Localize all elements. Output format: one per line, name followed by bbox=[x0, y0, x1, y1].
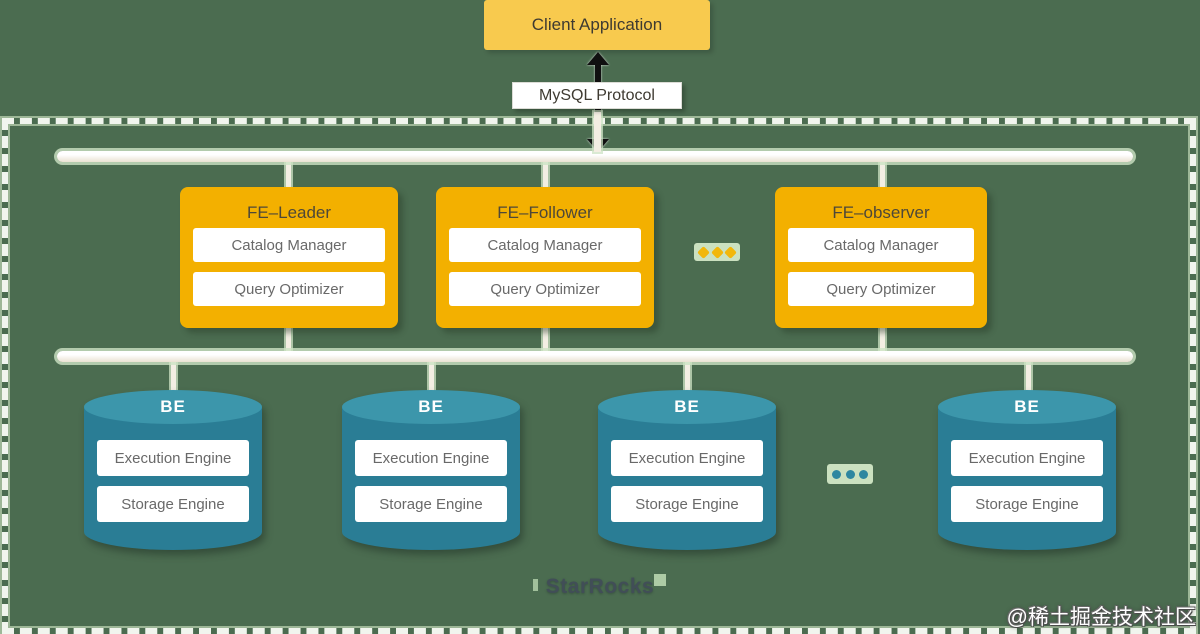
connector-bus-to-fe-observer bbox=[880, 160, 885, 188]
ellipsis-dot bbox=[710, 245, 724, 259]
cylinder-top bbox=[342, 390, 520, 424]
module-storage-engine: Storage Engine bbox=[611, 486, 763, 522]
be-node-title: BE bbox=[418, 397, 444, 416]
module-execution-engine: Execution Engine bbox=[97, 440, 249, 476]
connector-bus-to-fe-leader bbox=[286, 160, 291, 188]
fe-node-follower: FE–Follower Catalog Manager Query Optimi… bbox=[436, 187, 654, 328]
cylinder-body bbox=[938, 407, 1116, 550]
connector-bus-to-be-3 bbox=[685, 360, 690, 392]
arrow-up-head bbox=[587, 52, 609, 65]
brand-decoration-right bbox=[654, 574, 666, 586]
connector-bus-to-be-4 bbox=[1026, 360, 1031, 392]
connector-bus-to-be-2 bbox=[429, 360, 434, 392]
be-node-4: BE Execution Engine Storage Engine bbox=[938, 390, 1116, 550]
be-bus-line bbox=[57, 351, 1133, 362]
module-catalog-manager: Catalog Manager bbox=[788, 228, 974, 262]
be-modules: Execution Engine Storage Engine bbox=[342, 440, 520, 532]
module-execution-engine: Execution Engine bbox=[611, 440, 763, 476]
be-node-title: BE bbox=[160, 397, 186, 416]
module-catalog-manager: Catalog Manager bbox=[193, 228, 385, 262]
be-modules: Execution Engine Storage Engine bbox=[84, 440, 262, 532]
module-storage-engine: Storage Engine bbox=[97, 486, 249, 522]
fe-node-leader: FE–Leader Catalog Manager Query Optimize… bbox=[180, 187, 398, 328]
module-storage-engine: Storage Engine bbox=[355, 486, 507, 522]
cylinder-body bbox=[84, 407, 262, 550]
brand-decoration-left bbox=[533, 579, 538, 591]
client-application-label: Client Application bbox=[531, 15, 663, 34]
watermark-label: @稀土掘金技术社区 bbox=[1006, 606, 1196, 629]
cylinder-body bbox=[342, 407, 520, 550]
fe-ellipsis-icon bbox=[694, 243, 740, 261]
module-execution-engine: Execution Engine bbox=[355, 440, 507, 476]
ellipsis-dot bbox=[845, 469, 855, 479]
module-execution-engine: Execution Engine bbox=[951, 440, 1103, 476]
connector-fe-follower-to-bus bbox=[543, 326, 548, 352]
cylinder-top bbox=[84, 390, 262, 424]
be-modules: Execution Engine Storage Engine bbox=[598, 440, 776, 532]
be-node-title: BE bbox=[1014, 397, 1040, 416]
connector-bus-to-be-1 bbox=[171, 360, 176, 392]
module-storage-engine: Storage Engine bbox=[951, 486, 1103, 522]
cylinder-top bbox=[938, 390, 1116, 424]
client-application-node: Client Application bbox=[484, 0, 710, 50]
ellipsis-dot bbox=[859, 469, 869, 479]
ellipsis-dot bbox=[696, 245, 710, 259]
be-node-title: BE bbox=[674, 397, 700, 416]
be-modules: Execution Engine Storage Engine bbox=[938, 440, 1116, 532]
be-node-1: BE Execution Engine Storage Engine bbox=[84, 390, 262, 550]
mysql-protocol-label: MySQL Protocol bbox=[539, 86, 655, 104]
ellipsis-dot bbox=[831, 469, 841, 479]
cylinder-top bbox=[598, 390, 776, 424]
module-query-optimizer: Query Optimizer bbox=[449, 272, 641, 306]
ellipsis-dot bbox=[724, 245, 738, 259]
be-node-3: BE Execution Engine Storage Engine bbox=[598, 390, 776, 550]
module-query-optimizer: Query Optimizer bbox=[788, 272, 974, 306]
fe-node-observer: FE–observer Catalog Manager Query Optimi… bbox=[775, 187, 987, 328]
cylinder-body bbox=[598, 407, 776, 550]
mysql-protocol-node: MySQL Protocol bbox=[512, 82, 682, 109]
be-node-2: BE Execution Engine Storage Engine bbox=[342, 390, 520, 550]
connector-protocol-to-bus bbox=[594, 112, 601, 152]
fe-node-title: FE–Leader bbox=[246, 203, 332, 222]
fe-node-title: FE–Follower bbox=[497, 203, 593, 222]
connector-fe-leader-to-bus bbox=[286, 326, 291, 352]
connector-bus-to-fe-follower bbox=[543, 160, 548, 188]
be-ellipsis-icon bbox=[827, 464, 873, 484]
fe-bus-line bbox=[57, 151, 1133, 162]
fe-node-title: FE–observer bbox=[832, 203, 930, 222]
module-query-optimizer: Query Optimizer bbox=[193, 272, 385, 306]
brand-label: StarRocks bbox=[545, 575, 655, 598]
module-catalog-manager: Catalog Manager bbox=[449, 228, 641, 262]
connector-fe-observer-to-bus bbox=[880, 326, 885, 352]
